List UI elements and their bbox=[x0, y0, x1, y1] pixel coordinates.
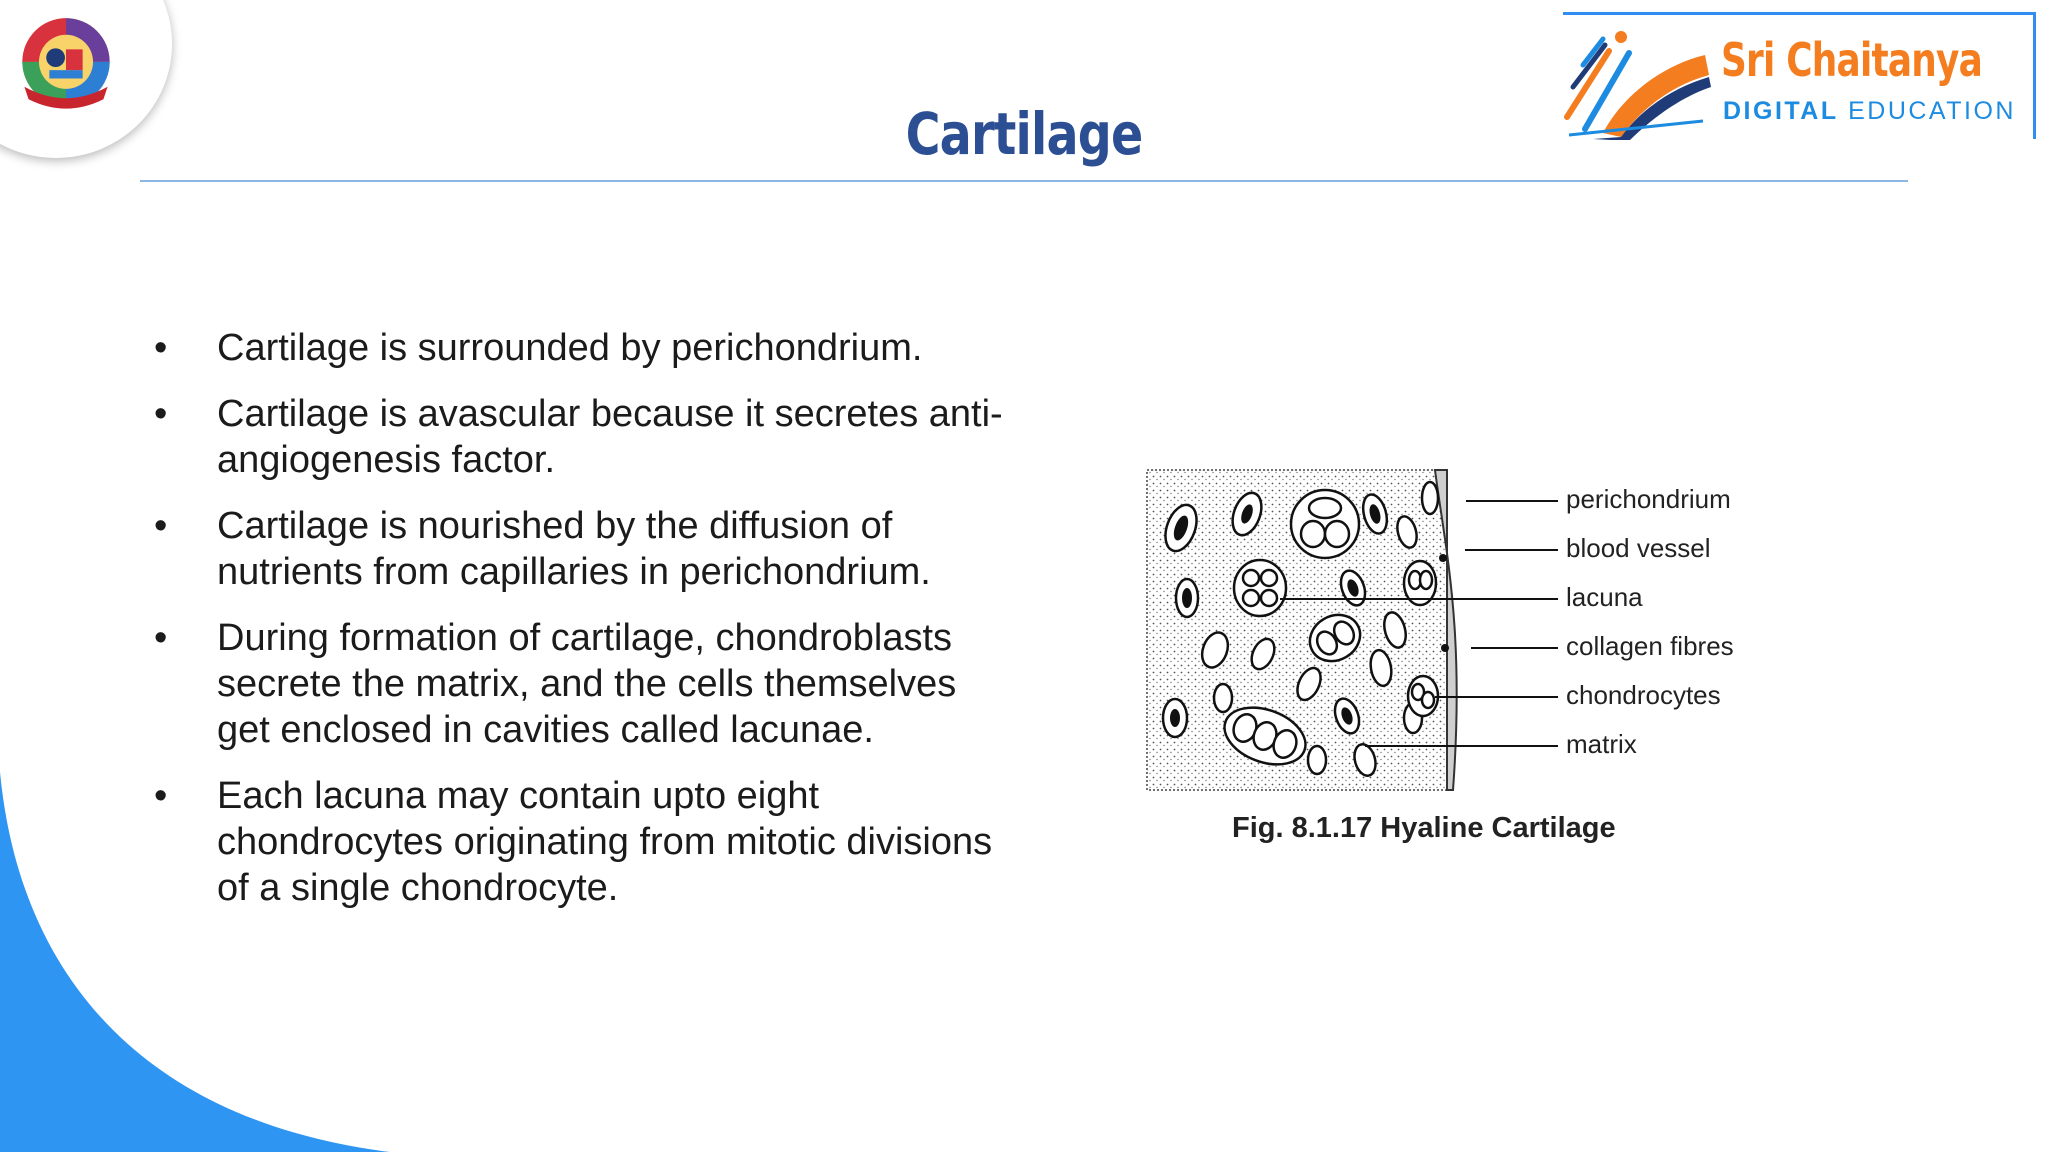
bullet-item: • Cartilage is nourished by the diffusion… bbox=[154, 503, 1004, 595]
institution-emblem bbox=[0, 0, 172, 158]
title-divider bbox=[140, 180, 1908, 182]
hyaline-cartilage-figure: perichondrium blood vessel lacuna collag… bbox=[1140, 468, 1760, 848]
bullet-text: Cartilage is surrounded by perichondrium… bbox=[217, 327, 923, 369]
bullet-dot: • bbox=[154, 505, 168, 547]
bullet-dot: • bbox=[154, 327, 168, 369]
figure-label: blood vessel bbox=[1566, 533, 1711, 563]
bullet-item: • Each lacuna may contain upto eight chon… bbox=[154, 773, 1004, 911]
figure-label: matrix bbox=[1566, 729, 1637, 759]
brand-logo: Sri Chaitanya DIGITAL EDUCATION bbox=[1563, 12, 2036, 140]
bullet-list: • Cartilage is surrounded by perichondriu… bbox=[154, 325, 1004, 931]
institution-emblem-icon bbox=[22, 18, 110, 109]
decorative-wave bbox=[0, 772, 390, 1152]
bullet-dot: • bbox=[154, 393, 168, 435]
brand-subtitle-light: EDUCATION bbox=[1848, 97, 2016, 125]
figure-label: lacuna bbox=[1566, 582, 1643, 612]
figure-label: chondrocytes bbox=[1566, 680, 1721, 710]
figure-label: collagen fibres bbox=[1566, 631, 1734, 661]
bullet-text: Cartilage is nourished by the diffusion … bbox=[217, 505, 931, 593]
label-leader-lines bbox=[1280, 500, 1558, 747]
bullet-item: • During formation of cartilage, chondrob… bbox=[154, 615, 1004, 753]
bullet-text: Each lacuna may contain upto eight chond… bbox=[217, 775, 993, 909]
bullet-item: • Cartilage is surrounded by perichondriu… bbox=[154, 325, 1004, 371]
hyaline-cartilage-diagram bbox=[1146, 469, 1458, 791]
bullet-text: Cartilage is avascular because it secret… bbox=[217, 393, 1003, 481]
figure-caption: Fig. 8.1.17 Hyaline Cartilage bbox=[1232, 812, 1616, 844]
open-book-icon bbox=[1564, 31, 1711, 140]
brand-subtitle-bold: DIGITAL bbox=[1723, 97, 1839, 125]
brand-name: Sri Chaitanya bbox=[1721, 33, 1983, 87]
page-title: Cartilage bbox=[905, 100, 1144, 168]
bullet-item: • Cartilage is avascular because it secre… bbox=[154, 391, 1004, 483]
bullet-text: During formation of cartilage, chondrobl… bbox=[217, 617, 957, 751]
figure-label: perichondrium bbox=[1566, 484, 1731, 514]
brand-subtitle: DIGITAL EDUCATION bbox=[1723, 97, 2016, 126]
bullet-dot: • bbox=[154, 617, 168, 659]
bullet-dot: • bbox=[154, 775, 168, 817]
